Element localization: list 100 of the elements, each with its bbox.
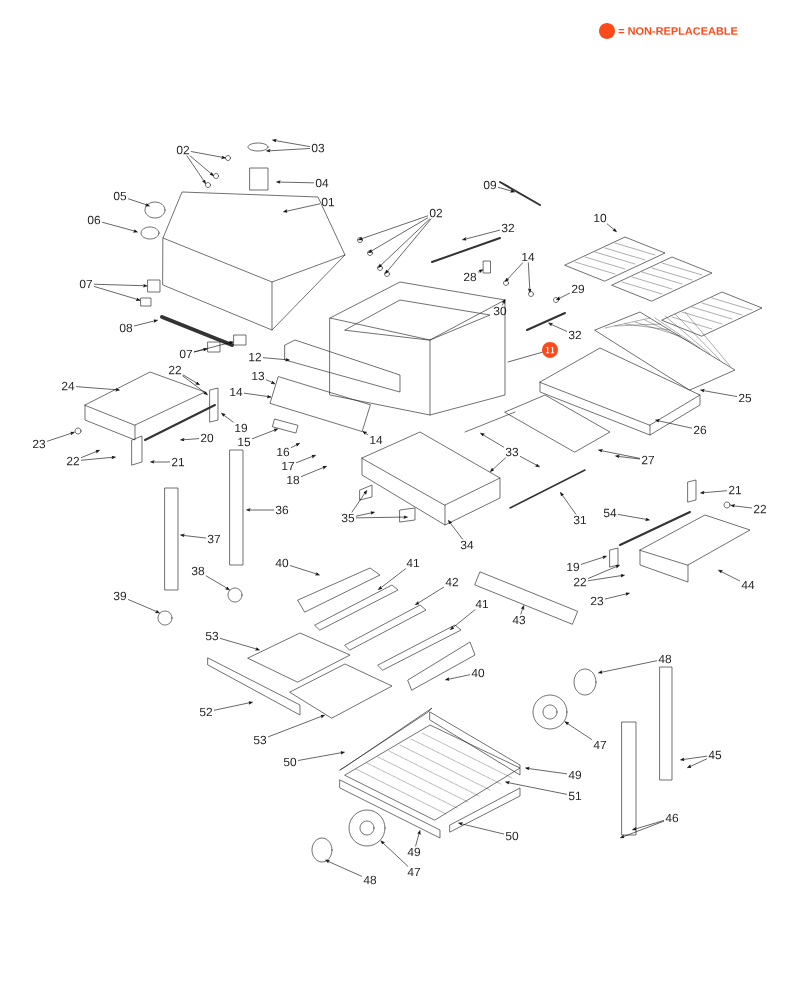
leader-line xyxy=(380,840,409,867)
callout-number: 23 xyxy=(590,596,604,606)
leader-line xyxy=(214,701,253,711)
leader-line xyxy=(94,283,148,288)
callout-number: 54 xyxy=(603,508,617,518)
callout-number: 45 xyxy=(708,750,722,760)
leader-line xyxy=(246,508,274,512)
callout-number: 25 xyxy=(738,393,752,403)
leader-line xyxy=(548,323,567,332)
callout-number: 19 xyxy=(567,562,580,572)
leader-line xyxy=(525,767,567,775)
leader-line xyxy=(632,820,664,831)
callout-number: 02 xyxy=(429,208,443,218)
callout-number: 05 xyxy=(113,191,127,201)
leader-line xyxy=(298,751,345,761)
leader-line xyxy=(272,139,310,147)
leader-line xyxy=(47,432,75,442)
callout-number: 22 xyxy=(753,504,767,514)
leader-line xyxy=(385,218,432,274)
leader-line xyxy=(448,520,463,540)
callout-number: 08 xyxy=(119,323,133,333)
callout-number: 12 xyxy=(249,352,262,362)
callout-number: 22 xyxy=(66,456,80,466)
leader-line xyxy=(564,721,592,740)
handle-part xyxy=(272,418,298,434)
callout-number: 28 xyxy=(463,272,477,282)
leader-line xyxy=(128,599,160,613)
leader-line xyxy=(598,660,657,674)
callout-number: 33 xyxy=(505,447,519,457)
leader-line xyxy=(478,269,483,273)
callout-number: 09 xyxy=(483,180,497,190)
leader-line xyxy=(182,375,208,395)
leader-line xyxy=(687,758,707,768)
callout-number: 23 xyxy=(32,439,46,449)
leader-line xyxy=(615,455,640,460)
callout-number: 52 xyxy=(199,707,213,717)
leader-line xyxy=(189,155,214,176)
leader-line xyxy=(94,286,141,301)
leader-line xyxy=(368,217,428,253)
bracket-part xyxy=(233,334,247,346)
leader-line xyxy=(186,155,206,184)
leader-line xyxy=(296,455,316,464)
callout-number: 36 xyxy=(275,505,289,515)
callout-number: 43 xyxy=(512,615,526,625)
leader-line xyxy=(356,511,375,517)
leader-line xyxy=(618,514,650,521)
leader-line xyxy=(505,781,567,795)
callout-number: 19 xyxy=(235,423,248,433)
leader-line xyxy=(134,319,158,327)
leader-line xyxy=(252,428,278,440)
leader-line xyxy=(356,515,408,519)
leader-line xyxy=(445,674,470,681)
leader-line xyxy=(450,609,476,630)
callout-number: 40 xyxy=(471,668,485,678)
callout-number: 24 xyxy=(61,381,75,391)
callout-number: 16 xyxy=(277,447,290,457)
callout-number: 53 xyxy=(205,631,219,641)
leader-line xyxy=(415,830,421,847)
legend-text: = NON-REPLACEABLE xyxy=(618,27,738,35)
leader-line xyxy=(620,820,664,838)
callout-number: 14 xyxy=(370,435,383,445)
bracket-part xyxy=(140,297,152,307)
leader-line xyxy=(266,379,276,384)
leader-line xyxy=(291,443,300,448)
callout-number: 14 xyxy=(522,252,535,262)
callout-number: 15 xyxy=(238,437,251,447)
callout-number: 38 xyxy=(191,566,205,576)
leader-line xyxy=(81,450,100,458)
leader-line xyxy=(194,341,234,353)
callout-number: 22 xyxy=(573,577,587,587)
callout-number: 20 xyxy=(200,433,214,443)
bracket-part xyxy=(483,260,491,274)
leader-line xyxy=(700,490,727,495)
callout-number: 32 xyxy=(568,330,582,340)
leader-line xyxy=(730,504,752,509)
callout-number: 22 xyxy=(168,365,182,375)
leader-line xyxy=(128,198,150,207)
callout-number: 07 xyxy=(79,279,93,289)
callout-number: 07 xyxy=(179,349,193,359)
callout-number: 29 xyxy=(571,284,585,294)
leader-line xyxy=(598,449,640,459)
leader-line xyxy=(81,456,116,461)
leader-line xyxy=(244,392,271,398)
wheel xyxy=(532,694,568,730)
leader-line xyxy=(268,715,325,738)
leader-line xyxy=(520,456,540,467)
callout-number: 30 xyxy=(493,306,507,316)
leader-line xyxy=(76,386,120,392)
leader-line xyxy=(263,357,290,362)
leader-line xyxy=(520,605,524,615)
leader-line xyxy=(480,433,504,448)
leader-line xyxy=(680,755,707,761)
leader-line xyxy=(221,413,234,423)
screw xyxy=(74,427,82,435)
callout-number: 06 xyxy=(87,215,101,225)
leader-line xyxy=(180,438,199,442)
callout-number: 48 xyxy=(363,875,377,885)
leader-line xyxy=(718,570,740,582)
leader-line xyxy=(283,203,320,213)
callout-number: 53 xyxy=(253,735,267,745)
